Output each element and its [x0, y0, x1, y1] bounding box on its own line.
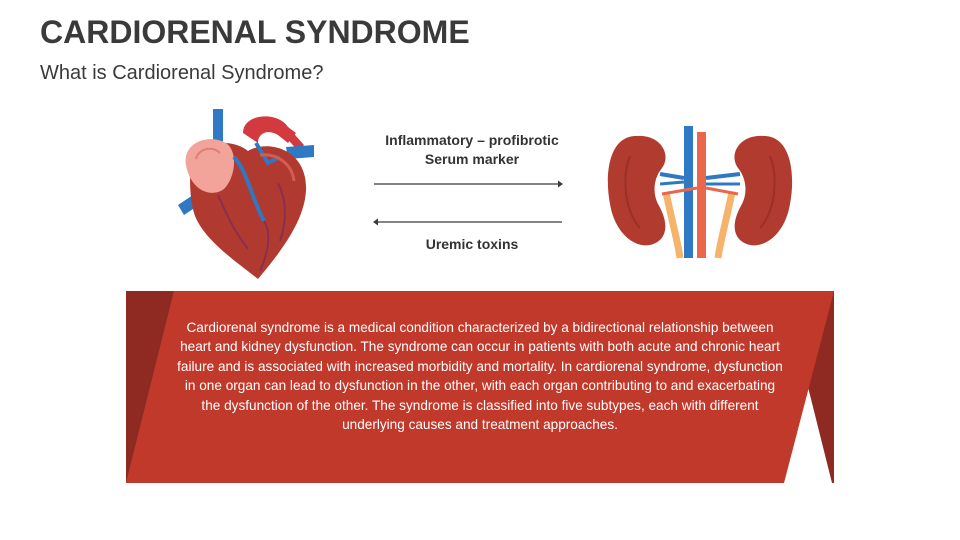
- description-text: Cardiorenal syndrome is a medical condit…: [177, 320, 783, 433]
- slide-title: CARDIORENAL SYNDROME: [40, 14, 470, 50]
- description-banner: [126, 291, 834, 483]
- slide-subtitle: What is Cardiorenal Syndrome?: [40, 62, 324, 84]
- arrow-right-label: Inflammatory – profibrotic Serum marker: [352, 131, 592, 169]
- arrow-left-icon: [373, 218, 562, 226]
- arrow-right-label-line2: Serum marker: [424, 151, 520, 167]
- kidneys-icon: [607, 126, 793, 259]
- heart-icon: [178, 109, 314, 279]
- arrow-left-label: Uremic toxins: [425, 236, 519, 252]
- arrow-right-label-line1: Inflammatory – profibrotic: [385, 132, 559, 148]
- arrow-right-icon: [374, 180, 563, 188]
